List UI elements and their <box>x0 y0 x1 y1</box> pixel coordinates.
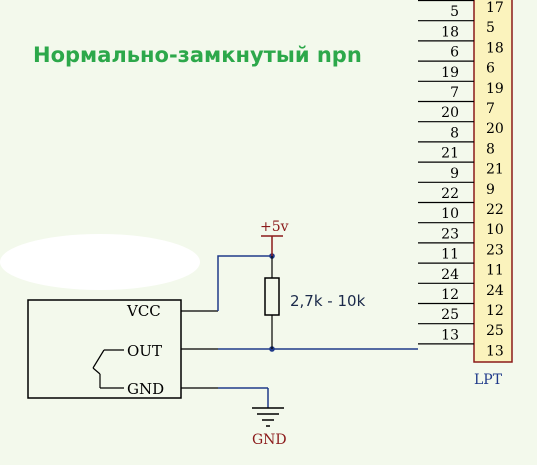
nc-switch <box>92 349 124 389</box>
lpt-pin-number-outer: 6 <box>450 45 459 61</box>
lpt-pin-number-outer: 19 <box>441 65 459 81</box>
resistor-label: 2,7k - 10k <box>290 292 366 310</box>
lpt-connector-label: LPT <box>474 372 503 388</box>
lpt-pin-leads <box>418 0 474 345</box>
lpt-pin-number-outer: 24 <box>441 267 459 283</box>
lpt-pin-number-outer: 5 <box>450 4 459 20</box>
power-symbol: +5v <box>260 219 289 256</box>
resistor: 2,7k - 10k <box>264 256 366 349</box>
lpt-pin-number-inner: 12 <box>486 303 504 319</box>
lpt-pin-number-outer: 18 <box>441 24 459 40</box>
lpt-pin-number-inner: 10 <box>486 222 504 238</box>
lpt-pin-number-inner: 20 <box>486 121 504 137</box>
lpt-connector-body <box>473 0 513 363</box>
lpt-pin-number-inner: 13 <box>486 343 504 359</box>
sensor-gnd-label: GND <box>127 380 164 398</box>
lpt-pin-number-inner: 21 <box>486 162 504 178</box>
lpt-pin-number-outer: 11 <box>441 247 459 263</box>
lpt-pin-number-outer: 20 <box>441 105 459 121</box>
vcc-wire <box>217 255 272 311</box>
power-label: +5v <box>260 219 289 235</box>
diagram-title: Нормально-замкнутый npn <box>33 43 362 67</box>
highlight-blob <box>0 234 200 290</box>
lpt-pin-number-outer: 22 <box>441 186 459 202</box>
lpt-pin-number-outer: 13 <box>441 327 459 343</box>
lpt-pin-number-inner: 22 <box>486 202 504 218</box>
ground-label: GND <box>252 432 287 448</box>
resistor-body <box>264 277 280 316</box>
lpt-pin-number-inner: 23 <box>486 242 504 258</box>
lpt-pin-number-outer: 12 <box>441 287 459 303</box>
wires <box>217 255 418 389</box>
lpt-pin-number-inner: 25 <box>486 323 504 339</box>
lpt-pin-number-inner: 24 <box>486 283 504 299</box>
lpt-pin-number-inner: 8 <box>486 141 495 157</box>
ground-symbol: GND <box>252 388 287 448</box>
lpt-pin-number-outer: 23 <box>441 226 459 242</box>
lpt-pin-number-inner: 19 <box>486 81 504 97</box>
sensor-out-label: OUT <box>127 342 162 360</box>
lpt-pin-number-outer: 25 <box>441 307 459 323</box>
lpt-pin-number-outer: 9 <box>450 166 459 182</box>
lpt-pin-number-inner: 5 <box>486 20 495 36</box>
lpt-pin-number-outer: 8 <box>450 125 459 141</box>
lpt-pin-numbers-inner: 17 5 18 6 19 7 20 8 21 9 22 10 23 11 24 12 25 13 <box>486 0 504 359</box>
lpt-pin-number-inner: 6 <box>486 61 495 77</box>
lpt-pin-number-outer: 21 <box>441 146 459 162</box>
lpt-pin-number-inner: 18 <box>486 40 504 56</box>
sensor-vcc-label: VCC <box>126 302 161 320</box>
lpt-pin-number-outer: 10 <box>441 206 459 222</box>
lpt-pin-number-outer: 7 <box>450 85 459 101</box>
lpt-pin-number-inner: 17 <box>486 0 504 16</box>
lpt-pin-number-inner: 9 <box>486 182 495 198</box>
lpt-pin-number-inner: 7 <box>486 101 495 117</box>
lpt-pin-number-inner: 11 <box>486 263 504 279</box>
sensor-pin-stubs <box>181 310 218 389</box>
